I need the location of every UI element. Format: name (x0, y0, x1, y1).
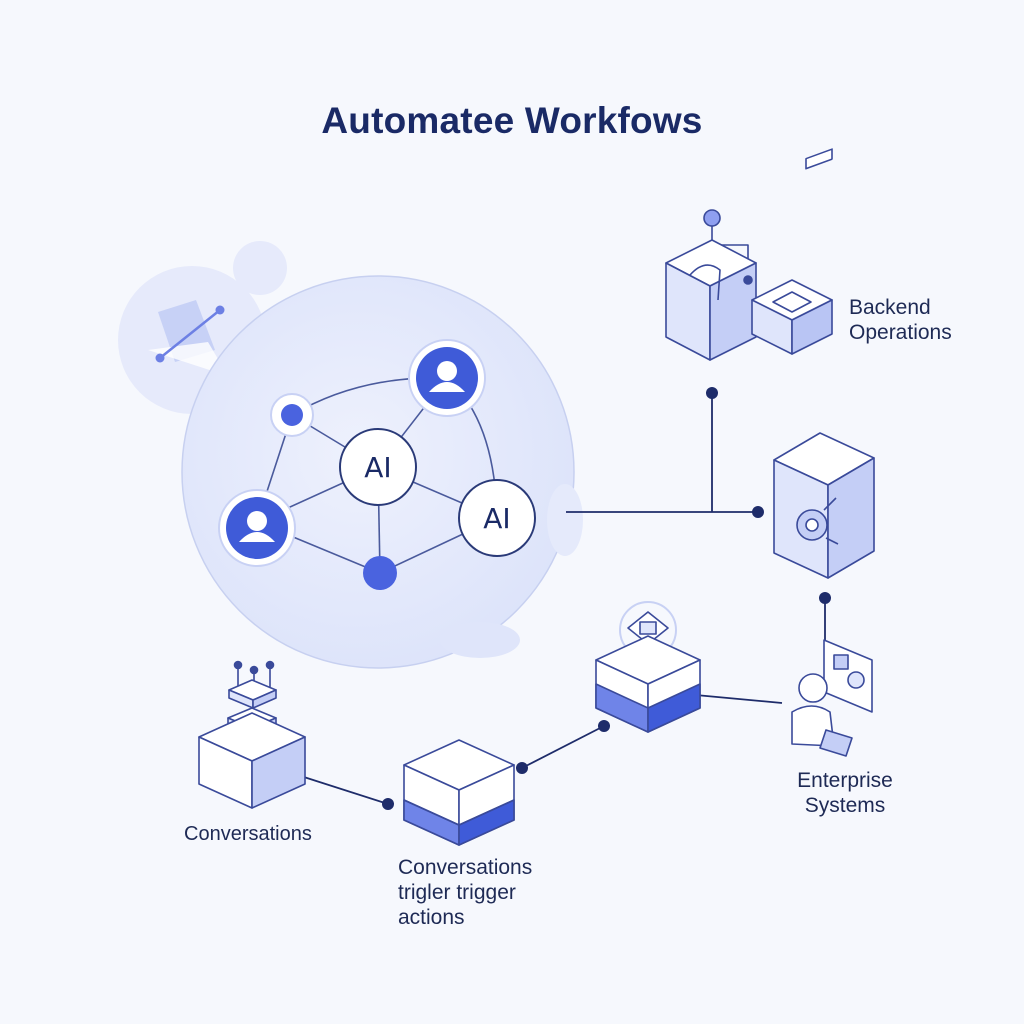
label-line: Backend (849, 296, 931, 319)
backend-cubes-icon (665, 209, 833, 361)
ai-node-center-label: AI (364, 451, 391, 484)
label-line: Operations (849, 321, 952, 344)
server-gear-icon (773, 148, 875, 579)
label-line: Conversations (398, 856, 533, 879)
label-backend-operations: Backend Operations (849, 295, 952, 345)
ai-node-right-label: AI (483, 502, 510, 535)
label-line: Enterprise (797, 769, 893, 792)
chip-block-icon (595, 601, 701, 733)
network-node (281, 404, 303, 426)
bubble-small (233, 241, 287, 295)
label-line: actions (398, 906, 465, 929)
cloud-shape-2 (547, 484, 583, 556)
page-title: Automatee Workfows (321, 100, 703, 141)
label-trigger-actions: Conversations trigler trigger actions (398, 855, 532, 930)
label-enterprise-systems: Enterprise Systems (789, 768, 901, 818)
label-line: trigler trigger (398, 881, 516, 904)
chart-icon (148, 300, 228, 376)
conversations-stack-icon (198, 660, 306, 809)
label-line: Systems (804, 794, 886, 817)
ai-node-right (458, 479, 536, 557)
user-avatar-icon (218, 489, 296, 567)
network-node (363, 556, 397, 590)
person-screen-icon (791, 639, 873, 757)
user-avatar-icon (408, 339, 486, 417)
label-conversations: Conversations (184, 823, 312, 845)
trigger-block-icon (403, 739, 515, 846)
connector-lines (281, 393, 826, 805)
cloud-shape (440, 622, 520, 658)
ai-node-center (339, 428, 417, 506)
